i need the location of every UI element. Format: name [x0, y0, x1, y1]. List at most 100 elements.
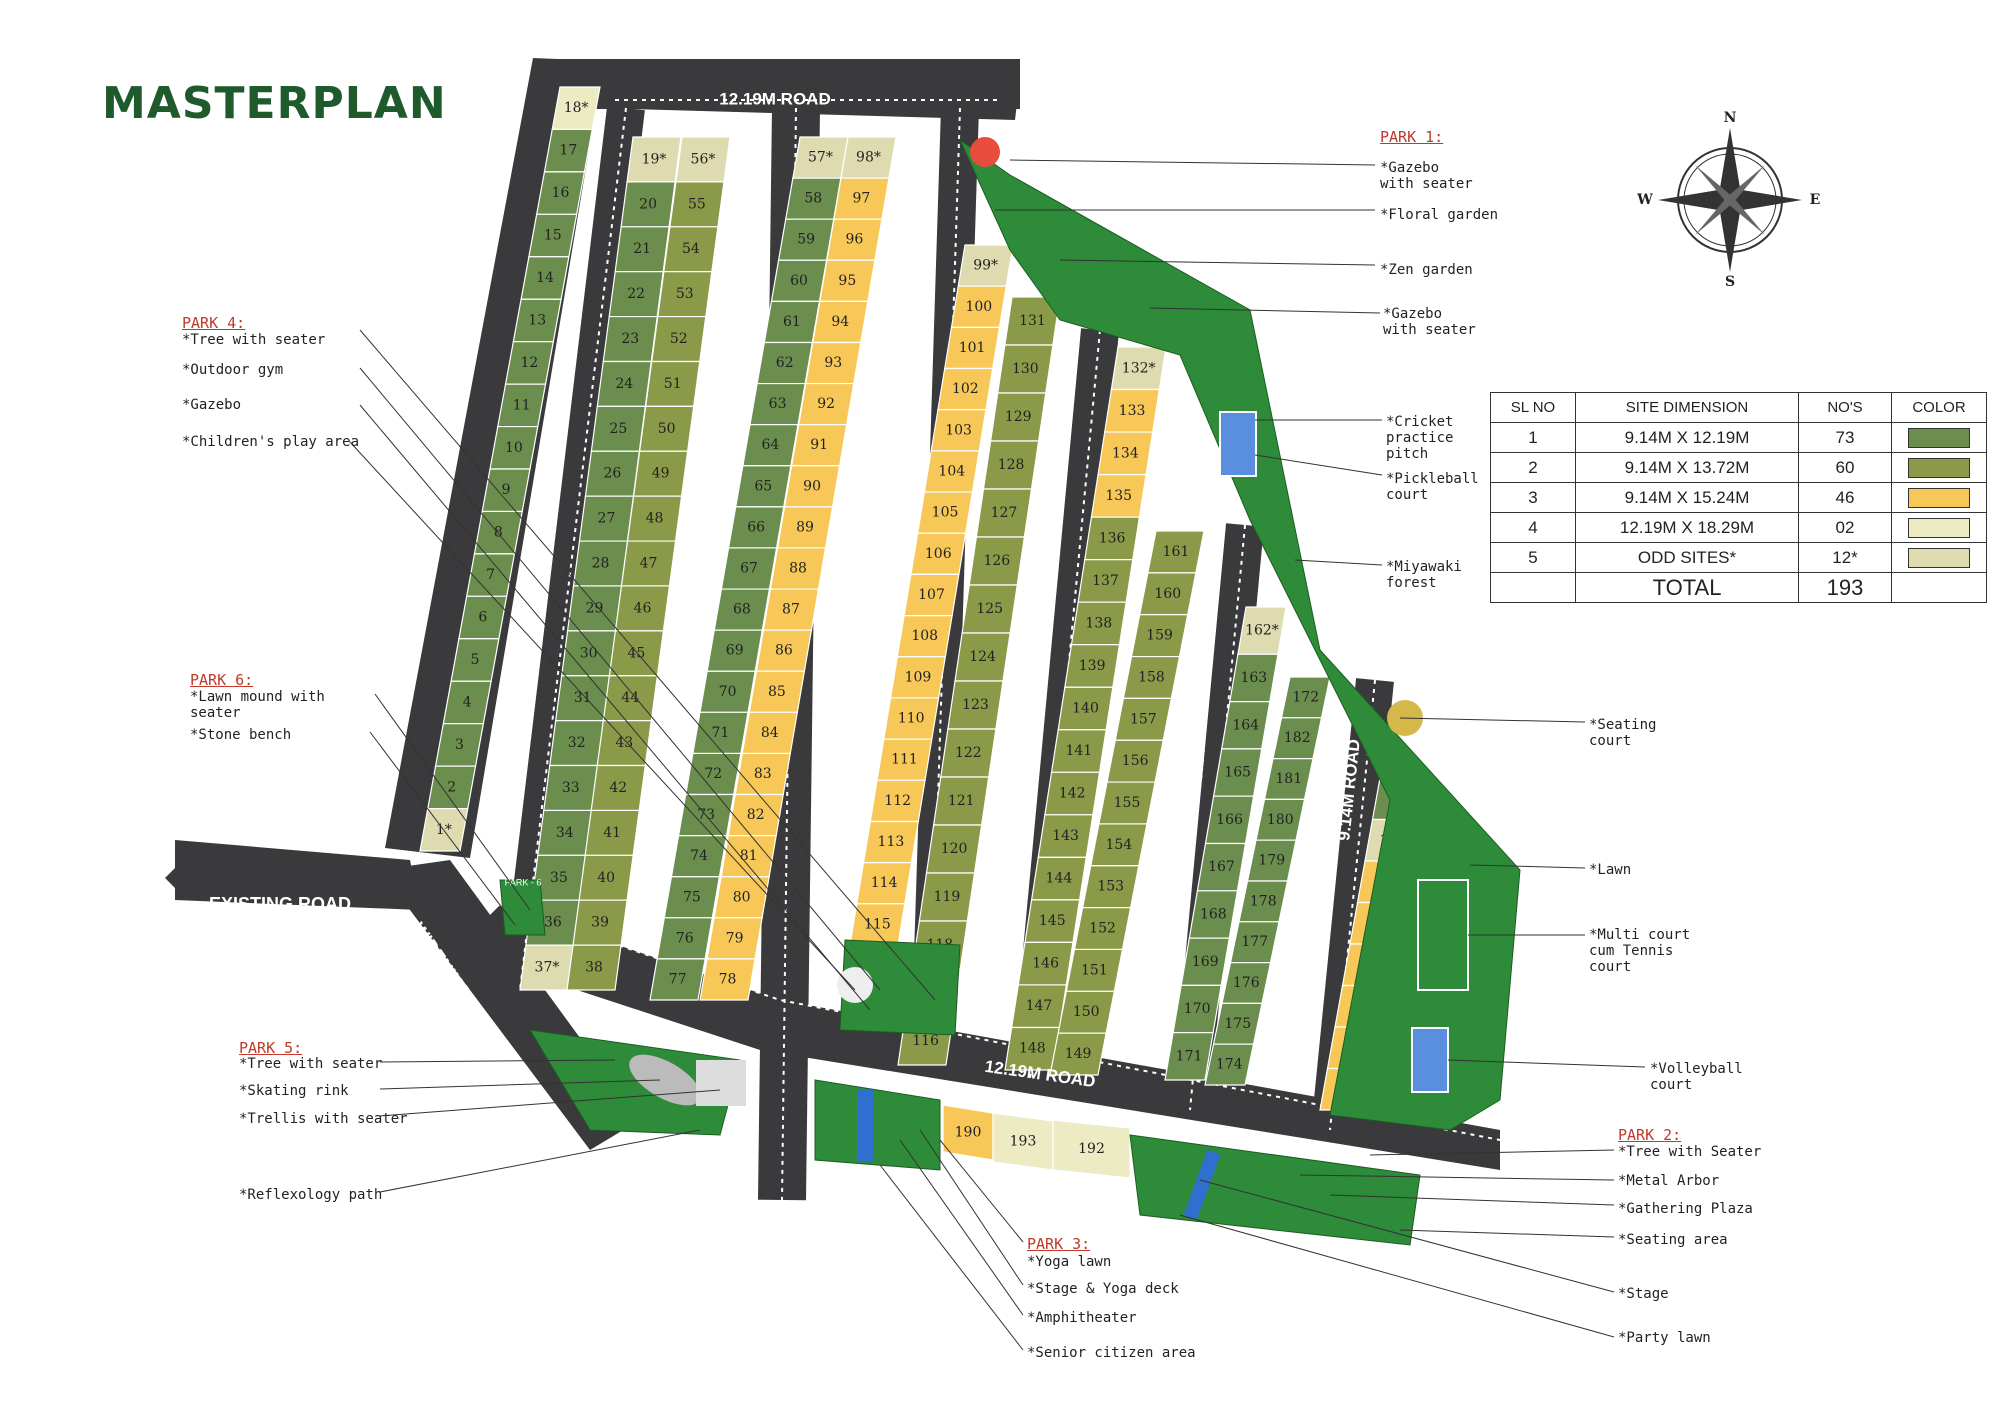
park-1-miyawaki-label: *Miyawaki forest	[1386, 559, 1462, 591]
plot-label-168: 168	[1200, 906, 1227, 922]
leader-line-24	[359, 404, 871, 1011]
plot-label-164: 164	[1232, 717, 1259, 733]
plot-171	[1164, 1032, 1214, 1081]
plot-label-37-odd: 37*	[535, 960, 560, 976]
plot-label-33: 33	[562, 780, 580, 796]
park-4-tree-label: *Tree with seater	[182, 332, 326, 348]
plot-label-70: 70	[719, 684, 737, 700]
plot-label-136: 136	[1099, 530, 1126, 546]
plot-label-8: 8	[494, 525, 503, 541]
plot-label-78: 78	[719, 971, 737, 987]
plot-column-10	[1164, 606, 1287, 1081]
plot-label-126: 126	[983, 553, 1010, 569]
compass-s-label: S	[1725, 274, 1735, 290]
plot-label-91: 91	[810, 437, 828, 453]
bottom-road-dashes	[499, 904, 1501, 1141]
plot-label-167: 167	[1208, 859, 1235, 875]
plot-label-13: 13	[528, 312, 546, 328]
plot-label-3: 3	[455, 737, 464, 753]
plot-label-132-odd: 132*	[1122, 360, 1156, 376]
plot-label-108: 108	[911, 628, 938, 644]
leader-line-12	[1369, 1149, 1615, 1156]
plot-label-172: 172	[1292, 689, 1319, 705]
plot-label-2: 2	[447, 779, 456, 795]
plot-column-4	[649, 136, 849, 1001]
plot-label-6: 6	[478, 610, 487, 626]
leader-line-15	[1399, 1229, 1615, 1238]
plot-label-64: 64	[762, 437, 780, 453]
park-6-area	[499, 879, 546, 936]
existing-road-label: EXISTING ROAD	[209, 894, 351, 914]
plot-label-48: 48	[646, 511, 664, 527]
plot-label-58: 58	[804, 191, 822, 207]
plot-label-53: 53	[676, 286, 694, 302]
park-5-reflexology-label: *Reflexology path	[239, 1187, 383, 1203]
park-5-tree-label: *Tree with seater	[239, 1056, 383, 1072]
plot-149	[1049, 1032, 1107, 1076]
leader-line-16	[1199, 1179, 1615, 1293]
leader-line-22	[359, 329, 936, 1001]
plot-label-158: 158	[1138, 669, 1165, 685]
plot-label-105: 105	[932, 505, 959, 521]
plot-label-34: 34	[556, 825, 574, 841]
plot-label-133: 133	[1119, 403, 1146, 419]
plot-label-166: 166	[1216, 812, 1243, 828]
legend-total-value: 193	[1798, 572, 1892, 603]
plot-label-32: 32	[568, 735, 586, 751]
plot-77	[649, 958, 706, 1001]
legend-color-swatch	[1908, 487, 1970, 508]
plot-label-148: 148	[1019, 1041, 1046, 1057]
plot-label-100: 100	[965, 299, 992, 315]
plot-label-127: 127	[991, 505, 1018, 521]
plot-label-111: 111	[891, 752, 918, 768]
plot-label-61: 61	[783, 314, 801, 330]
plot-label-96: 96	[845, 232, 863, 248]
legend-header: SL NO SITE DIMENSION NO'S COLOR	[1490, 392, 1987, 423]
plot-label-23: 23	[621, 331, 639, 347]
plot-label-144: 144	[1046, 871, 1073, 887]
legend-count: 02	[1798, 512, 1892, 543]
plot-label-145: 145	[1039, 913, 1066, 929]
plot-label-178: 178	[1250, 893, 1277, 909]
park-2-arbor-label: *Metal Arbor	[1618, 1173, 1720, 1189]
compass-e-label: E	[1810, 192, 1821, 208]
legend-dimension: 9.14M X 15.24M	[1575, 482, 1799, 513]
plot-label-4: 4	[463, 694, 472, 710]
plot-label-27: 27	[598, 511, 616, 527]
plot-label-89: 89	[796, 519, 814, 535]
plot-label-50: 50	[658, 421, 676, 437]
plot-label-159: 159	[1146, 628, 1173, 644]
park-2-party-lawn-label: *Party lawn	[1618, 1330, 1711, 1346]
plot-label-181: 181	[1275, 771, 1302, 787]
leader-line-20	[899, 1139, 1024, 1316]
compass-w-label: W	[1636, 192, 1653, 208]
plot-label-11: 11	[513, 397, 531, 413]
legend-sl: 1	[1490, 422, 1576, 453]
road-label-v2: 12.19M ROAD	[853, 544, 876, 656]
plot-label-67: 67	[740, 561, 758, 577]
plot-label-180: 180	[1267, 812, 1294, 828]
lawn-label: *Lawn	[1589, 862, 1632, 878]
legend-color-cell	[1891, 542, 1987, 573]
plot-label-80: 80	[733, 889, 751, 905]
leader-line-18	[939, 1139, 1024, 1243]
trellis-seater	[696, 1060, 746, 1106]
plot-label-54: 54	[682, 241, 700, 257]
plot-label-47: 47	[640, 556, 658, 572]
plot-label-152: 152	[1089, 921, 1116, 937]
plot-label-101: 101	[959, 340, 986, 356]
plot-label-12: 12	[521, 355, 539, 371]
park-6-small-label: PARK - 6	[505, 877, 542, 887]
plot-label-76: 76	[676, 930, 694, 946]
plot-label-36: 36	[544, 915, 562, 931]
plot-label-121: 121	[948, 793, 975, 809]
plot-label-55: 55	[688, 196, 706, 212]
park-2-tree-label: *Tree with Seater	[1618, 1144, 1762, 1160]
plot-label-16: 16	[552, 185, 570, 201]
leader-line-8	[1399, 717, 1586, 723]
seating-court-label: *Seating court	[1589, 717, 1657, 749]
vertical-road-dashes-1	[519, 107, 627, 991]
